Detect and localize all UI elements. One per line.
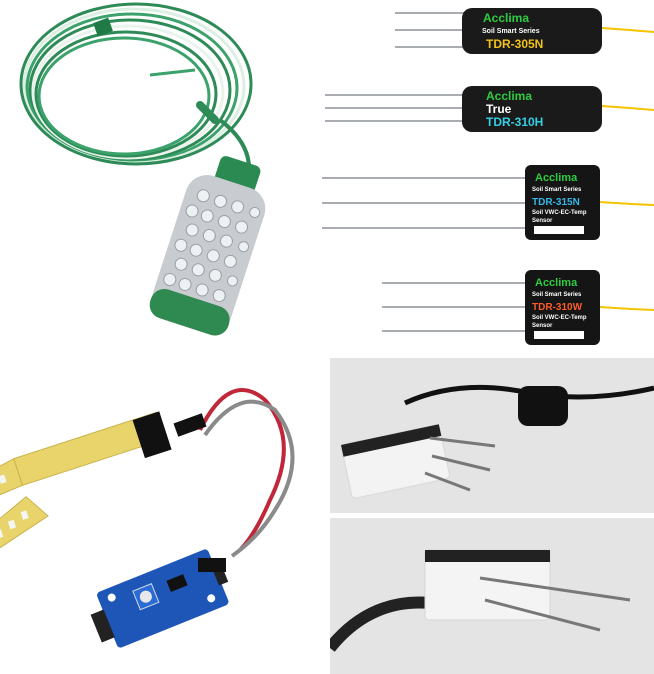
probe-model: TDR-315N — [532, 197, 580, 208]
probe-tdr-315n: Acclima Soil Smart Series TDR-315N Soil … — [322, 165, 654, 240]
probe-sub2: Sensor — [532, 218, 553, 224]
white-probe-cable-photo — [330, 358, 654, 513]
probe-subtitle: Soil VWC-EC-Temp — [532, 210, 587, 216]
probe-brand: Acclima — [483, 11, 529, 25]
probe-series: Soil Smart Series — [482, 28, 540, 35]
probe-brand: Acclima — [486, 89, 532, 103]
probe-sub2: Sensor — [532, 323, 553, 329]
probe-tdr-310h: Acclima True TDR-310H — [325, 86, 654, 132]
probe-series: Soil Smart Series — [532, 187, 582, 193]
fork-sensor-module-photo — [0, 360, 330, 674]
acclima-probes-photo: Acclima Soil Smart Series TDR-305N Accli… — [310, 0, 654, 350]
probe-brand: Acclima — [535, 277, 578, 289]
probe-series: Soil Smart Series — [532, 292, 582, 298]
probe-series: True — [486, 102, 512, 116]
probe-tdr-310w: Acclima Soil Smart Series TDR-310W Soil … — [382, 270, 654, 345]
coiled-cable-sensor-photo — [0, 0, 300, 345]
probe-model: TDR-310H — [486, 115, 543, 129]
probe-model: TDR-310W — [532, 302, 583, 313]
probe-brand: Acclima — [535, 172, 578, 184]
probe-tdr-305n: Acclima Soil Smart Series TDR-305N — [395, 8, 654, 54]
probe-subtitle: Soil VWC-EC-Temp — [532, 315, 587, 321]
white-probe-braided-photo — [330, 518, 654, 674]
probe-model: TDR-305N — [486, 37, 543, 51]
